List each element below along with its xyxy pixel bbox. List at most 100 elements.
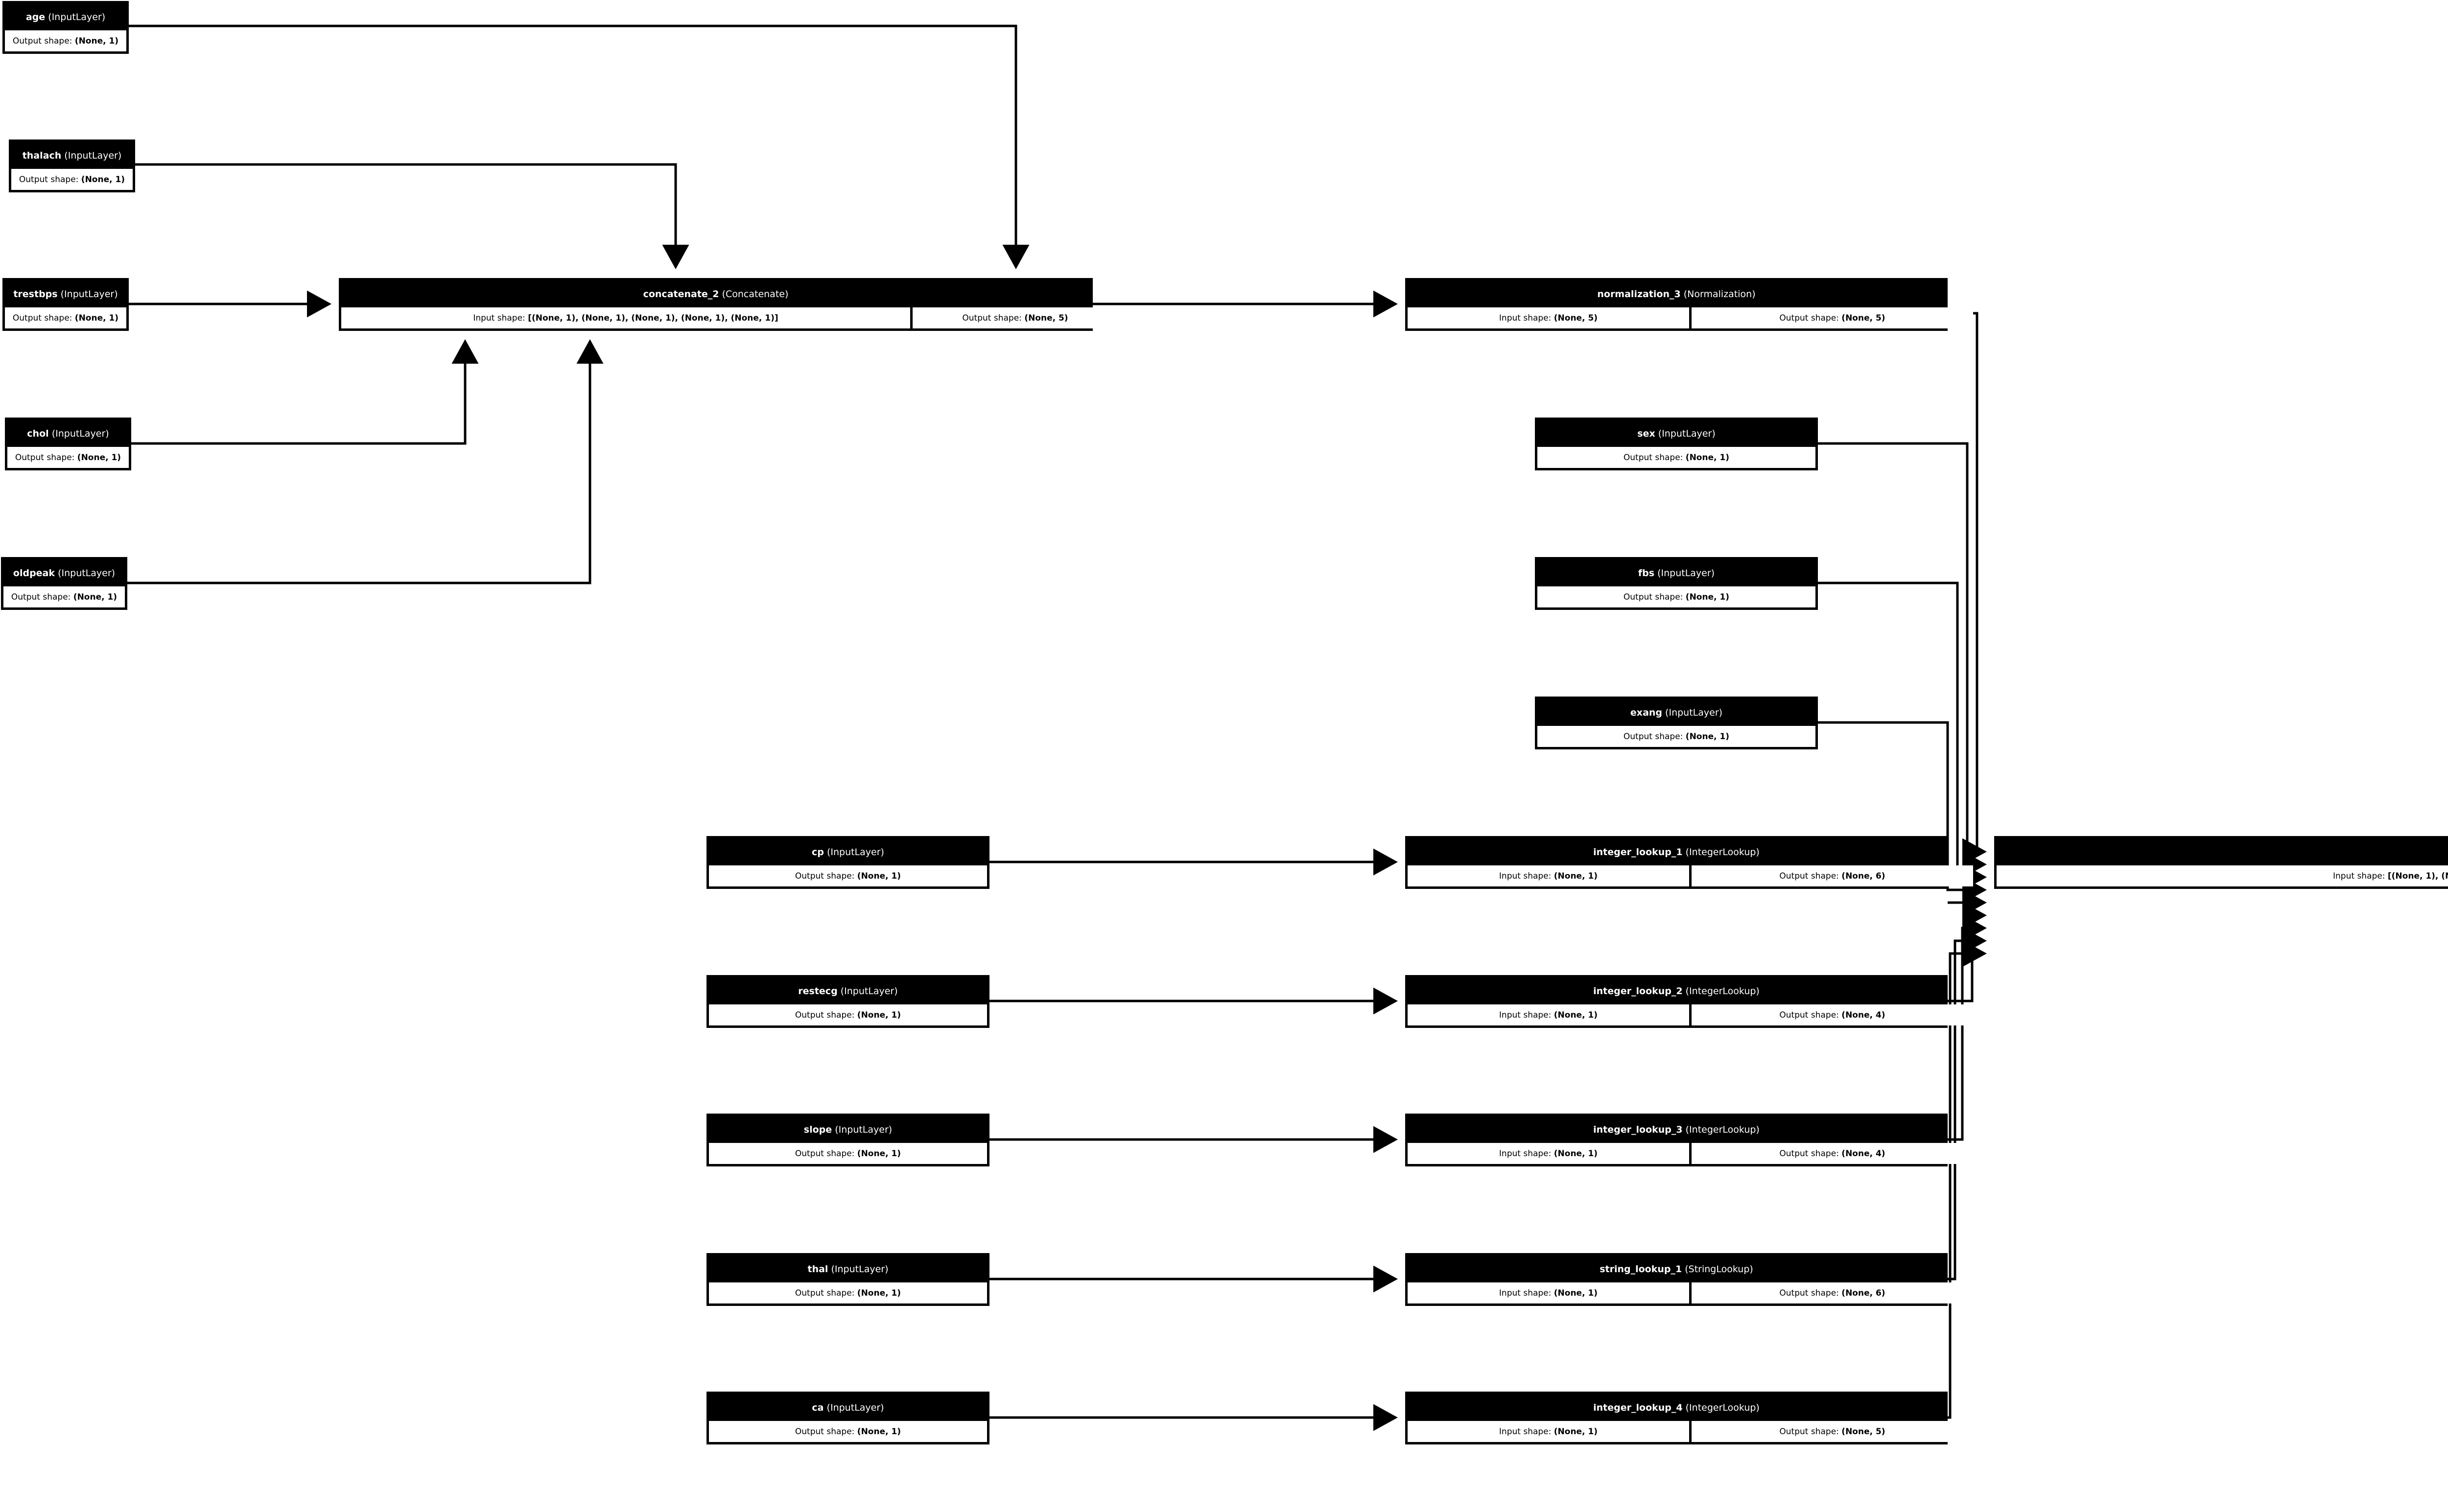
layer-shape-row-restecg: Output shape: (None, 1) [709,1004,987,1025]
input-shape-label: Input shape: [1499,1148,1554,1159]
layer-node-normalization_3[interactable]: normalization_3 (Normalization)Input sha… [1405,278,1973,331]
layer-node-thalach[interactable]: thalach (InputLayer)Output shape: (None,… [9,140,135,192]
input-shape-label: Input shape: [2333,871,2388,881]
output-shape-value: (None, 4) [1841,1010,1885,1020]
layer-shape-row-thalach: Output shape: (None, 1) [11,169,133,190]
input-shape-cell: Input shape: (None, 1) [1408,1421,1689,1442]
layer-node-concatenate_3[interactable]: concatenate_3 (Concatenate)Input shape: … [1994,836,2448,889]
layer-shape-row-integer_lookup_4: Input shape: (None, 1)Output shape: (Non… [1408,1421,1973,1442]
output-shape-cell: Output shape: (None, 5) [1692,307,1973,328]
layer-type: (InputLayer) [57,288,118,300]
layer-node-sex[interactable]: sex (InputLayer)Output shape: (None, 1) [1535,418,1818,470]
layer-title-exang: exang (InputLayer) [1537,699,1815,726]
output-shape-cell: Output shape: (None, 1) [1537,586,1815,607]
input-shape-cell: Input shape: [(None, 1), (None, 1), (Non… [341,307,910,328]
layer-node-integer_lookup_1[interactable]: integer_lookup_1 (IntegerLookup)Input sh… [1405,836,1973,889]
input-shape-value: (None, 5) [1554,313,1598,323]
layer-shape-row-concatenate_3: Input shape: [(None, 1), (None, 1), (Non… [1997,865,2448,886]
layer-shape-row-oldpeak: Output shape: (None, 1) [3,586,125,607]
layer-node-slope[interactable]: slope (InputLayer)Output shape: (None, 1… [706,1114,989,1166]
output-shape-label: Output shape: [795,1426,857,1437]
layer-title-ca: ca (InputLayer) [709,1394,987,1421]
layer-name: fbs [1638,567,1655,579]
layer-shape-row-concatenate_2: Input shape: [(None, 1), (None, 1), (Non… [341,307,1118,328]
edge-string_lookup_1-to-concatenate_3 [1948,927,1987,1280]
input-shape-label: Input shape: [1499,1426,1554,1437]
layer-title-sex: sex (InputLayer) [1537,420,1815,447]
input-shape-value: [(None, 1), (None, 1), (None, 1), (None,… [2387,871,2448,881]
layer-title-oldpeak: oldpeak (InputLayer) [3,559,125,586]
output-shape-label: Output shape: [11,592,73,602]
layer-node-ca[interactable]: ca (InputLayer)Output shape: (None, 1) [706,1392,989,1444]
output-shape-label: Output shape: [1779,1288,1842,1298]
layer-title-integer_lookup_2: integer_lookup_2 (IntegerLookup) [1408,977,1945,1004]
edge-normalization_3-to-concatenate_3 [1948,312,1987,865]
layer-shape-row-chol: Output shape: (None, 1) [7,447,129,468]
input-shape-value: (None, 1) [1554,1288,1598,1298]
layer-node-exang[interactable]: exang (InputLayer)Output shape: (None, 1… [1535,697,1818,749]
layer-node-thal[interactable]: thal (InputLayer)Output shape: (None, 1) [706,1253,989,1306]
output-shape-label: Output shape: [1779,871,1842,881]
output-shape-label: Output shape: [795,871,857,881]
edge-chol-to-concatenate_2 [131,339,479,445]
output-shape-label: Output shape: [12,36,75,46]
output-shape-cell: Output shape: (None, 5) [913,307,1118,328]
output-shape-value: (None, 1) [74,313,119,323]
input-shape-cell: Input shape: (None, 1) [1408,1282,1689,1303]
layer-node-oldpeak[interactable]: oldpeak (InputLayer)Output shape: (None,… [1,557,127,610]
layer-name: normalization_3 [1597,288,1681,300]
layer-name: restecg [798,985,838,997]
layer-shape-row-ca: Output shape: (None, 1) [709,1421,987,1442]
output-shape-cell: Output shape: (None, 1) [5,30,126,51]
output-shape-cell: Output shape: (None, 1) [11,169,133,190]
layer-type: (InputLayer) [824,1402,884,1413]
output-shape-cell: Output shape: (None, 1) [709,1421,987,1442]
layer-type: (IntegerLookup) [1682,985,1760,997]
output-shape-label: Output shape: [12,313,75,323]
input-shape-cell: Input shape: (None, 1) [1408,1004,1689,1025]
layer-type: (InputLayer) [1662,707,1723,718]
input-shape-value: (None, 1) [1554,1148,1598,1159]
layer-type: (InputLayer) [837,985,898,997]
output-shape-cell: Output shape: (None, 1) [709,1143,987,1164]
input-shape-value: [(None, 1), (None, 1), (None, 1), (None,… [528,313,778,323]
layer-node-fbs[interactable]: fbs (InputLayer) Output shape: (None, 1) [1535,557,1818,610]
layer-node-concatenate_2[interactable]: concatenate_2 (Concatenate)Input shape: … [339,278,1118,331]
layer-node-cp[interactable]: cp (InputLayer)Output shape: (None, 1) [706,836,989,889]
output-shape-label: Output shape: [1623,592,1686,602]
layer-node-integer_lookup_2[interactable]: integer_lookup_2 (IntegerLookup)Input sh… [1405,975,1973,1028]
layer-type: (InputLayer) [48,428,109,439]
layer-name: integer_lookup_1 [1593,846,1683,858]
layer-shape-row-exang: Output shape: (None, 1) [1537,726,1815,747]
layer-title-thal: thal (InputLayer) [709,1256,987,1282]
layer-node-integer_lookup_3[interactable]: integer_lookup_3 (IntegerLookup)Input sh… [1405,1114,1973,1166]
layer-name: slope [803,1124,832,1135]
input-shape-cell: Input shape: (None, 5) [1408,307,1689,328]
input-shape-label: Input shape: [1499,1010,1554,1020]
output-shape-value: (None, 5) [1841,1426,1885,1437]
input-shape-cell: Input shape: (None, 1) [1408,1143,1689,1164]
layer-node-trestbps[interactable]: trestbps (InputLayer)Output shape: (None… [2,278,129,331]
output-shape-cell: Output shape: (None, 6) [1692,865,1973,886]
output-shape-value: (None, 1) [81,174,125,185]
layer-title-age: age (InputLayer) [5,3,126,30]
output-shape-label: Output shape: [15,452,77,463]
input-shape-label: Input shape: [473,313,528,323]
layer-type: (InputLayer) [1654,567,1715,579]
layer-type: (IntegerLookup) [1682,1124,1760,1135]
edge-oldpeak-to-concatenate_2 [127,339,604,584]
edge-thalach-to-concatenate_2 [135,163,689,269]
layer-node-string_lookup_1[interactable]: string_lookup_1 (StringLookup)Input shap… [1405,1253,1973,1306]
output-shape-value: (None, 5) [1841,313,1885,323]
layer-node-age[interactable]: age (InputLayer)Output shape: (None, 1) [2,1,129,54]
output-shape-label: Output shape: [1779,313,1842,323]
layer-node-restecg[interactable]: restecg (InputLayer) Output shape: (None,… [706,975,989,1028]
layer-type: (InputLayer) [828,1263,889,1275]
output-shape-cell: Output shape: (None, 1) [709,1282,987,1303]
output-shape-label: Output shape: [1623,452,1686,463]
layer-type: (InputLayer) [824,846,884,858]
layer-type: (InputLayer) [45,11,106,23]
layer-shape-row-integer_lookup_2: Input shape: (None, 1)Output shape: (Non… [1408,1004,1973,1025]
layer-node-chol[interactable]: chol (InputLayer)Output shape: (None, 1) [5,418,131,470]
layer-node-integer_lookup_4[interactable]: integer_lookup_4 (IntegerLookup)Input sh… [1405,1392,1973,1444]
